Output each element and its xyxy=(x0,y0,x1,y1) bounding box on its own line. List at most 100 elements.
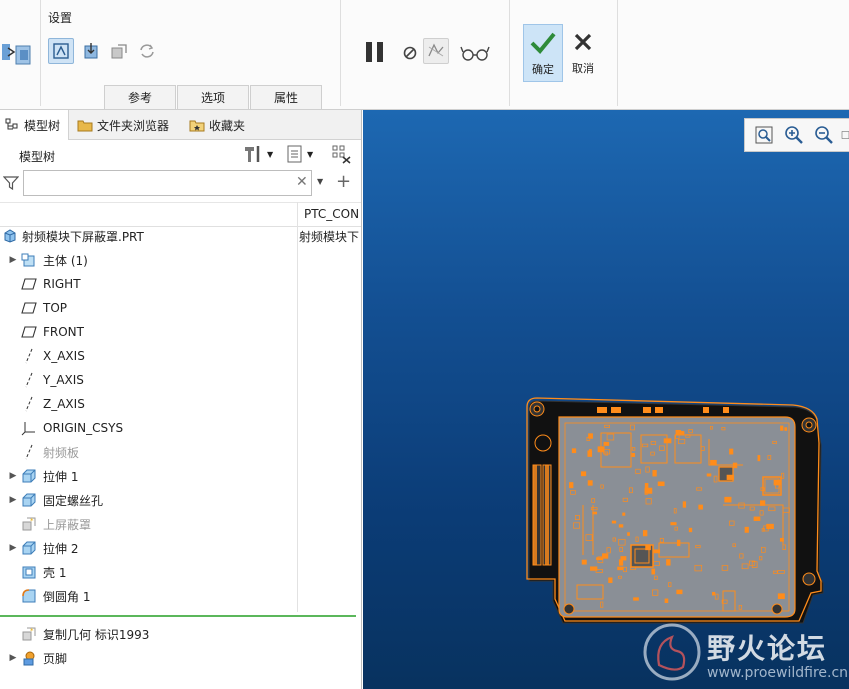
subtab-properties[interactable]: 属性 xyxy=(250,85,322,109)
publish-geometry-icon[interactable] xyxy=(48,38,74,64)
tree-item[interactable]: ▶固定螺丝孔 xyxy=(0,488,361,512)
insert-here-indicator[interactable] xyxy=(0,615,356,617)
no-preview-icon[interactable] xyxy=(397,40,423,66)
ok-button-label: 确定 xyxy=(532,63,554,76)
copy-geometry-icon[interactable] xyxy=(0,38,34,72)
tree-item-label: 页脚 xyxy=(43,651,68,666)
tree-item[interactable]: ▶ 页脚 xyxy=(0,646,361,670)
pcb-model[interactable] xyxy=(523,395,833,635)
body-icon xyxy=(21,252,37,268)
close-icon xyxy=(574,33,592,51)
expand-arrow-icon[interactable]: ▶ xyxy=(9,471,17,481)
column-divider[interactable] xyxy=(297,202,298,612)
expand-arrow-icon[interactable]: ▶ xyxy=(9,255,17,265)
expand-arrow-icon[interactable]: ▶ xyxy=(9,653,17,663)
watermark-url: www.proewildfire.cn xyxy=(707,665,849,681)
tree-item-label: Z_AXIS xyxy=(43,397,85,411)
surface-copy-icon[interactable] xyxy=(106,38,132,64)
tree-columns-button[interactable] xyxy=(332,142,352,166)
tree-item[interactable]: ▶拉伸 1 xyxy=(0,464,361,488)
graphics-viewport[interactable]: 野火论坛 www.proewildfire.cn xyxy=(363,110,849,689)
tab-favorites[interactable]: 收藏夹 xyxy=(177,110,253,140)
tab-folder-browser-label: 文件夹浏览器 xyxy=(97,118,170,133)
svg-text:*: * xyxy=(30,517,34,525)
watermark: 野火论坛 www.proewildfire.cn xyxy=(635,615,849,689)
tree-item[interactable]: RIGHT xyxy=(0,272,361,296)
tab-model-tree[interactable]: 模型树 xyxy=(0,110,70,140)
ribbon-separator xyxy=(509,0,510,106)
ok-button[interactable]: 确定 xyxy=(523,24,563,82)
tree-item[interactable]: Z_AXIS xyxy=(0,392,361,416)
model-tree-title: 模型树 xyxy=(19,150,56,164)
cancel-button[interactable]: 取消 xyxy=(563,24,603,82)
watermark-title: 野火论坛 xyxy=(707,632,828,665)
cancel-button-label: 取消 xyxy=(572,62,594,75)
tab-model-tree-label: 模型树 xyxy=(24,118,61,133)
tree-show-button[interactable]: ▼ xyxy=(286,142,313,166)
chevron-down-icon[interactable]: ▼ xyxy=(317,177,324,186)
tree-item[interactable]: FRONT xyxy=(0,320,361,344)
tree-item[interactable]: 倒圆角 1 xyxy=(0,584,361,608)
tree-item[interactable]: * 上屏蔽罩 xyxy=(0,512,361,536)
tree-item-column-value: 射频模块下 xyxy=(299,229,359,244)
datum-axis-icon xyxy=(21,372,37,388)
filter-icon[interactable] xyxy=(3,175,19,191)
external-reference-icon[interactable] xyxy=(78,38,104,64)
extrude-icon xyxy=(21,540,37,556)
columns-icon xyxy=(332,145,351,164)
tab-folder-browser[interactable]: 文件夹浏览器 xyxy=(69,110,177,140)
tree-search-input[interactable] xyxy=(23,170,312,196)
tree-item[interactable]: 壳 1 xyxy=(0,560,361,584)
zoom-out-button[interactable] xyxy=(811,122,837,148)
subtab-options[interactable]: 选项 xyxy=(177,85,249,109)
csys-icon xyxy=(21,420,37,436)
subtab-references[interactable]: 参考 xyxy=(104,85,176,109)
pause-icon[interactable] xyxy=(362,39,388,65)
tree-item[interactable]: ORIGIN_CSYS xyxy=(0,416,361,440)
copy-geom-icon: * xyxy=(21,626,37,642)
tree-item[interactable]: TOP xyxy=(0,296,361,320)
tree-item[interactable]: ▶ 主体 (1) xyxy=(0,248,361,272)
repaint-button[interactable] xyxy=(841,122,849,148)
tree-column-header xyxy=(0,202,361,227)
chevron-down-icon: ▼ xyxy=(307,149,314,159)
add-icon[interactable]: + xyxy=(336,171,352,192)
tree-item[interactable]: X_AXIS xyxy=(0,344,361,368)
navigator-tabs: 模型树 文件夹浏览器 收藏夹 xyxy=(0,110,361,140)
expand-arrow-icon[interactable]: ▶ xyxy=(9,543,17,553)
tree-item-label: X_AXIS xyxy=(43,349,85,363)
copy-geom-icon: * xyxy=(21,516,37,532)
clear-icon[interactable]: ✕ xyxy=(296,174,308,190)
model-tree-pane: 模型树 文件夹浏览器 收藏夹 模型树 ▼ ▼ ✕ ▼ + PT xyxy=(0,110,362,689)
chevron-down-icon: ▼ xyxy=(267,149,274,159)
tree-item[interactable]: Y_AXIS xyxy=(0,368,361,392)
tree-settings-button[interactable]: ▼ xyxy=(242,142,273,166)
ribbon-separator xyxy=(340,0,341,106)
model-tree-icon xyxy=(4,117,20,133)
tree-item[interactable]: ▶ 拉伸 2 xyxy=(0,536,361,560)
ribbon-subtabs: 参考 选项 属性 xyxy=(104,85,323,109)
expand-arrow-icon[interactable]: ▶ xyxy=(9,495,17,505)
column-header-ptc-common-name[interactable]: PTC_CON xyxy=(304,207,360,221)
tree-item-label: 拉伸 2 xyxy=(43,541,79,556)
verify-glasses-icon[interactable] xyxy=(459,40,491,66)
zoom-in-button[interactable] xyxy=(781,122,807,148)
zoom-in-icon xyxy=(785,126,803,144)
preview-geometry-icon[interactable] xyxy=(423,38,449,64)
refresh-icon[interactable] xyxy=(134,38,160,64)
tree-item-label: 上屏蔽罩 xyxy=(43,517,92,532)
refit-button[interactable] xyxy=(751,122,777,148)
tree-item[interactable]: *复制几何 标识1993 xyxy=(0,622,361,646)
tree-item[interactable]: 射频板 xyxy=(0,440,361,464)
tree-item-label: 主体 (1) xyxy=(43,253,88,268)
tab-favorites-label: 收藏夹 xyxy=(209,118,246,133)
part-icon xyxy=(2,228,18,244)
tree-item-label: 倒圆角 1 xyxy=(43,589,91,604)
ribbon-separator xyxy=(617,0,618,106)
tree-filter-bar: ✕ ▼ + xyxy=(0,168,361,198)
list-icon xyxy=(287,145,302,163)
ribbon-group-title: 设置 xyxy=(48,11,73,25)
datum-axis-icon xyxy=(21,348,37,364)
svg-text:*: * xyxy=(30,627,34,635)
